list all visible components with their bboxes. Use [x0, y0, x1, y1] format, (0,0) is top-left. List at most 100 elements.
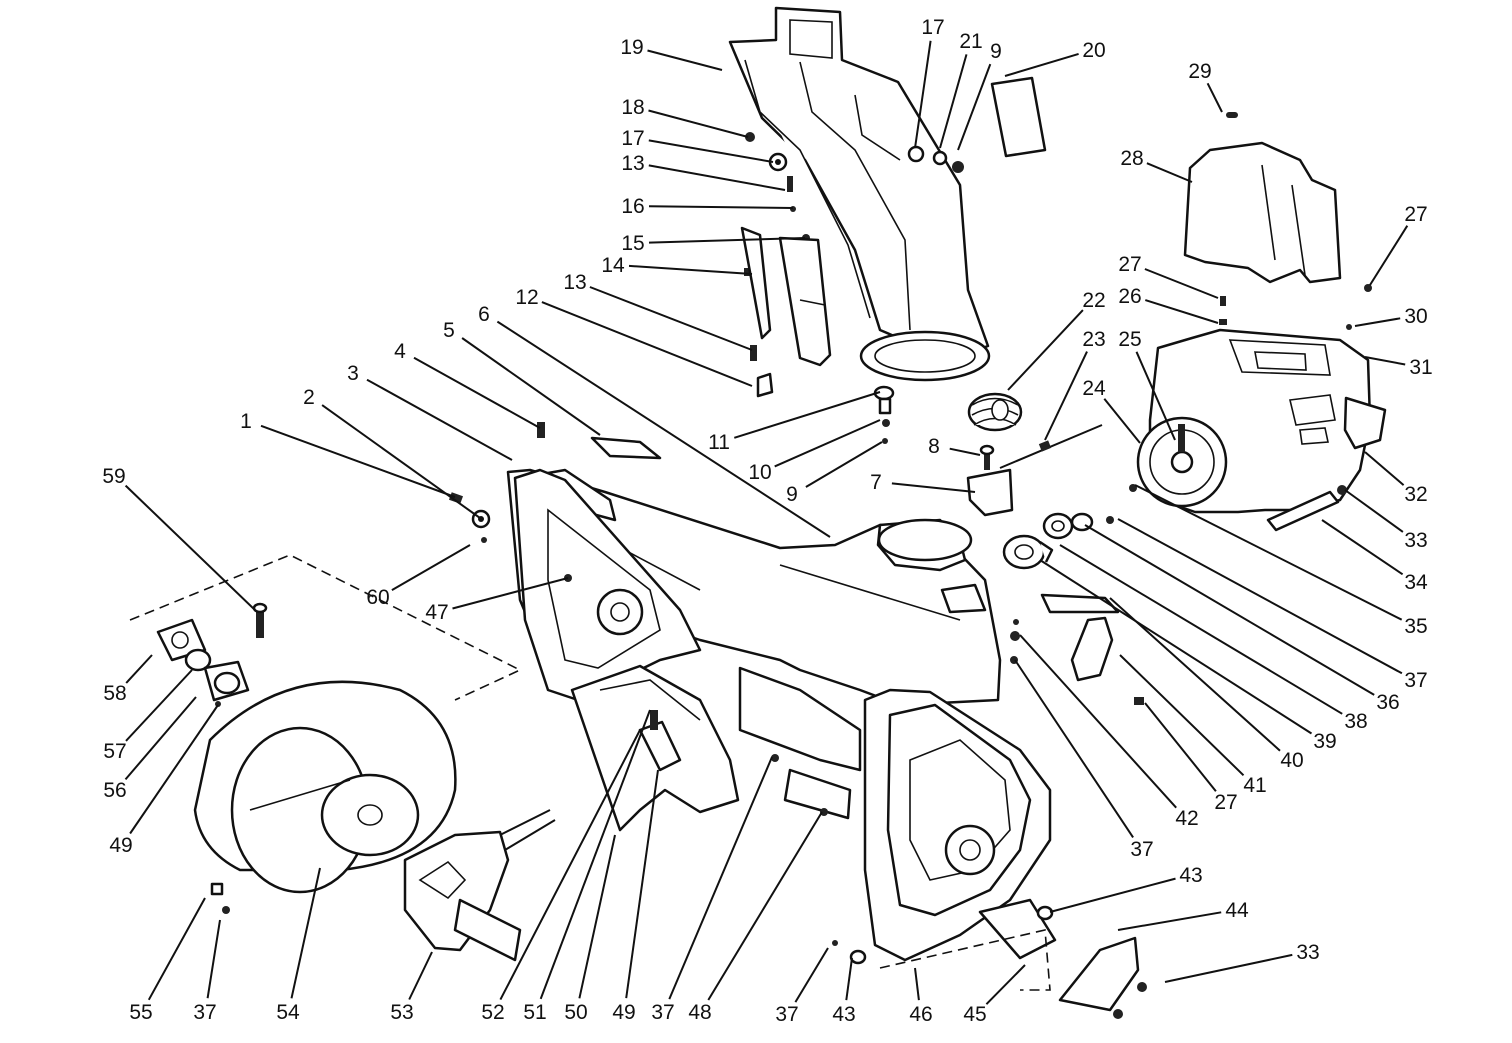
leader-line-c13a [648, 164, 786, 191]
engine-hardware [1129, 112, 1372, 495]
leader-line-c4 [413, 356, 541, 429]
callout-label-c34: 34 [1404, 571, 1428, 594]
leader-line-c35 [1134, 484, 1403, 621]
leader-line-c34 [1321, 519, 1404, 576]
engine [1136, 328, 1387, 514]
callout-label-c2: 2 [303, 386, 315, 409]
callout-c10: 10 [748, 419, 881, 484]
callout-label-c31: 31 [1409, 356, 1432, 379]
callout-c3: 3 [347, 362, 513, 461]
callout-c26: 26 [1118, 285, 1219, 324]
leader-line-c18 [648, 109, 749, 138]
scraper-bar [570, 664, 862, 832]
leader-line-c49b [625, 769, 659, 999]
callout-c21: 21 [939, 30, 983, 149]
callout-c20: 20 [1004, 39, 1106, 77]
leader-line-c45 [985, 964, 1026, 1005]
callout-c25: 25 [1118, 328, 1176, 441]
leader-line-c59 [124, 484, 256, 611]
callout-c9b: 9 [786, 441, 883, 506]
callout-label-c24: 24 [1082, 377, 1106, 400]
callout-label-c27a: 27 [1404, 203, 1427, 226]
callout-label-c37c: 37 [193, 1001, 216, 1024]
callout-label-c41: 41 [1243, 774, 1266, 797]
callout-c35: 35 [1134, 484, 1428, 638]
leader-line-c6 [496, 320, 831, 538]
callout-label-c13b: 13 [563, 271, 586, 294]
leader-line-c5 [461, 337, 601, 436]
callout-label-c9b: 9 [786, 483, 798, 506]
callout-label-c30: 30 [1404, 305, 1427, 328]
callout-c1: 1 [240, 410, 456, 498]
callout-c37e: 37 [775, 947, 829, 1026]
auger-hardware [210, 882, 230, 914]
leader-line-c9a [957, 63, 992, 151]
callout-label-c4: 4 [394, 340, 406, 363]
leader-line-c8 [949, 447, 981, 456]
callout-label-c46: 46 [909, 1003, 932, 1026]
callout-label-c16: 16 [621, 195, 644, 218]
leader-line-c3 [366, 378, 513, 461]
callout-c19: 19 [620, 36, 723, 71]
leader-line-c7 [891, 482, 976, 493]
leader-line-c25 [1135, 351, 1176, 441]
left-side-plate [513, 468, 702, 702]
callout-label-c43a: 43 [832, 1003, 855, 1026]
leader-line-c27b [1144, 268, 1219, 299]
callout-label-c15: 15 [621, 232, 644, 255]
callout-label-c29: 29 [1188, 60, 1211, 83]
leader-line-c2 [321, 404, 481, 519]
callout-label-c26: 26 [1118, 285, 1141, 308]
callout-label-c27c: 27 [1214, 791, 1237, 814]
callout-c4: 4 [394, 340, 541, 429]
chute-lock-bracket [966, 444, 1014, 517]
callout-c56: 56 [103, 696, 197, 802]
leader-line-c37d [668, 756, 773, 1000]
callout-label-c55: 55 [129, 1001, 152, 1024]
discharge-chute [728, 6, 991, 382]
callout-label-c33a: 33 [1404, 529, 1427, 552]
leader-line-c17b [648, 139, 774, 163]
callout-c14: 14 [601, 254, 753, 277]
callout-label-c49b: 49 [612, 1001, 635, 1024]
callout-c27a: 27 [1369, 203, 1428, 286]
chute-clamp [750, 345, 774, 398]
callout-c17a: 17 [914, 16, 945, 149]
leader-line-c43a [845, 957, 853, 1001]
callout-label-c47: 47 [425, 601, 448, 624]
callout-label-c14: 14 [601, 254, 625, 277]
callout-c39: 39 [1039, 559, 1337, 753]
callout-c31: 31 [1364, 356, 1433, 379]
callout-c57: 57 [103, 669, 193, 763]
right-side-plate [863, 688, 1052, 962]
callout-label-c23: 23 [1082, 328, 1105, 351]
leader-line-c31 [1364, 356, 1406, 366]
callout-label-c49a: 49 [109, 834, 132, 857]
callout-c47: 47 [425, 577, 569, 624]
leader-line-c51 [539, 709, 651, 1000]
callout-label-c27b: 27 [1118, 253, 1141, 276]
callout-c17b: 17 [621, 127, 774, 163]
callout-label-c17b: 17 [621, 127, 644, 150]
callout-c44: 44 [1117, 899, 1249, 931]
bearing-assembly [156, 602, 268, 707]
leader-line-c55 [147, 897, 206, 1001]
callout-label-c36: 36 [1376, 691, 1399, 714]
callout-label-c59: 59 [102, 465, 125, 488]
callout-c24: 24 [1082, 377, 1141, 444]
leader-line-c17a [914, 40, 932, 149]
leader-line-c22 [1007, 309, 1084, 391]
callout-label-c38: 38 [1344, 710, 1367, 733]
callout-c9a: 9 [957, 40, 1002, 151]
callout-label-c40: 40 [1280, 749, 1303, 772]
leader-line-c42 [1019, 634, 1177, 809]
callout-label-c60: 60 [366, 586, 389, 609]
leader-line-c12 [541, 301, 753, 387]
callout-c30: 30 [1354, 305, 1428, 328]
callout-c50: 50 [564, 834, 616, 1024]
callout-c51: 51 [523, 709, 651, 1024]
callout-c16: 16 [621, 195, 794, 218]
leader-line-c49a [129, 704, 219, 835]
callout-label-c22: 22 [1082, 289, 1105, 312]
